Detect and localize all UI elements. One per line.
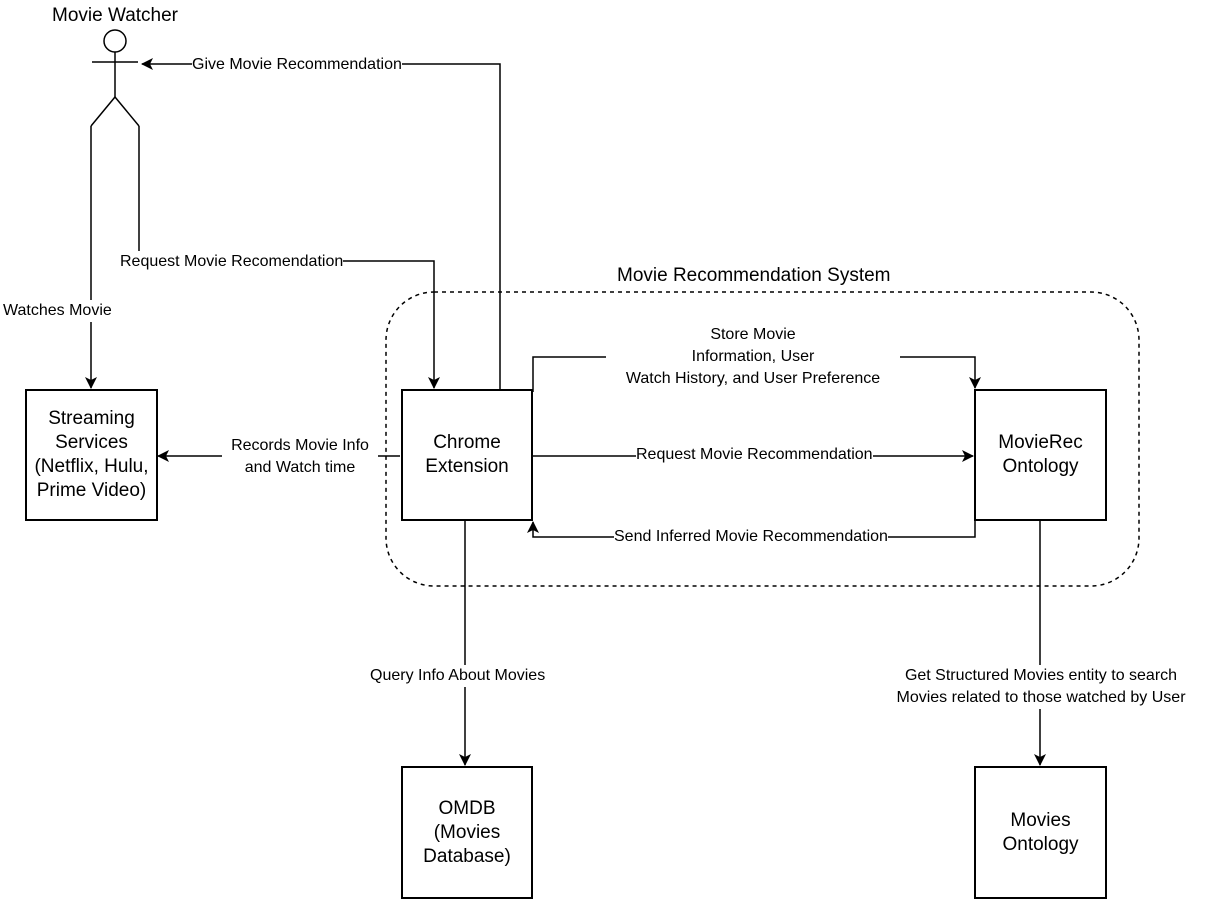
- node-streaming-line-4: Prime Video): [36, 480, 147, 501]
- label-store-line-1: Store Movie: [606, 324, 900, 346]
- label-records-line-2: and Watch time: [222, 457, 378, 479]
- node-chrome-line-2: Extension: [425, 456, 509, 477]
- label-records-movie-info: Records Movie Info and Watch time: [222, 435, 378, 479]
- label-request-recommendation-system: Request Movie Recommendation: [636, 444, 873, 466]
- system-boundary: [385, 291, 1140, 587]
- label-get-structured-line-2: Movies related to those watched by User: [874, 687, 1208, 709]
- node-streaming-line-2: Services: [55, 432, 128, 453]
- node-movies-ontology-line-2: Ontology: [1002, 833, 1079, 855]
- label-watches-movie: Watches Movie: [3, 300, 112, 322]
- label-store-line-3: Watch History, and User Preference: [606, 368, 900, 390]
- label-send-inferred: Send Inferred Movie Recommendation: [614, 526, 888, 548]
- node-chrome-line-1: Chrome: [433, 432, 501, 453]
- node-movies-ontology-line-1: Movies: [1010, 809, 1071, 831]
- node-movies-ontology: Movies Ontology: [974, 766, 1107, 899]
- label-query-info: Query Info About Movies: [370, 665, 546, 687]
- actor-label: Movie Watcher: [52, 5, 178, 26]
- actor-stick-figure: [90, 29, 140, 127]
- node-streaming-services: Streaming Services (Netflix, Hulu, Prime…: [25, 389, 158, 521]
- node-chrome-extension: Chrome Extension: [401, 389, 533, 521]
- label-get-structured-line-1: Get Structured Movies entity to search: [874, 665, 1208, 687]
- node-omdb-line-2: (Movies: [433, 821, 501, 843]
- label-request-recommendation-user: Request Movie Recomendation: [120, 251, 344, 273]
- node-omdb-line-3: Database): [423, 845, 511, 867]
- edge-give-recommendation: [141, 58, 501, 390]
- node-movierec-ontology: MovieRec Ontology: [974, 389, 1107, 521]
- node-movierec-line-1: MovieRec: [998, 432, 1083, 453]
- system-title: Movie Recommendation System: [617, 265, 891, 286]
- node-movierec-line-2: Ontology: [1002, 456, 1079, 477]
- node-omdb-line-1: OMDB: [438, 797, 496, 819]
- node-omdb: OMDB (Movies Database): [401, 766, 533, 899]
- label-records-line-1: Records Movie Info: [222, 435, 378, 457]
- node-streaming-line-3: (Netflix, Hulu,: [34, 456, 149, 477]
- label-store-movie-info: Store Movie Information, User Watch Hist…: [606, 324, 900, 390]
- node-streaming-line-1: Streaming: [48, 408, 135, 429]
- label-give-recommendation: Give Movie Recommendation: [192, 54, 402, 76]
- label-get-structured: Get Structured Movies entity to search M…: [874, 665, 1208, 709]
- label-store-line-2: Information, User: [606, 346, 900, 368]
